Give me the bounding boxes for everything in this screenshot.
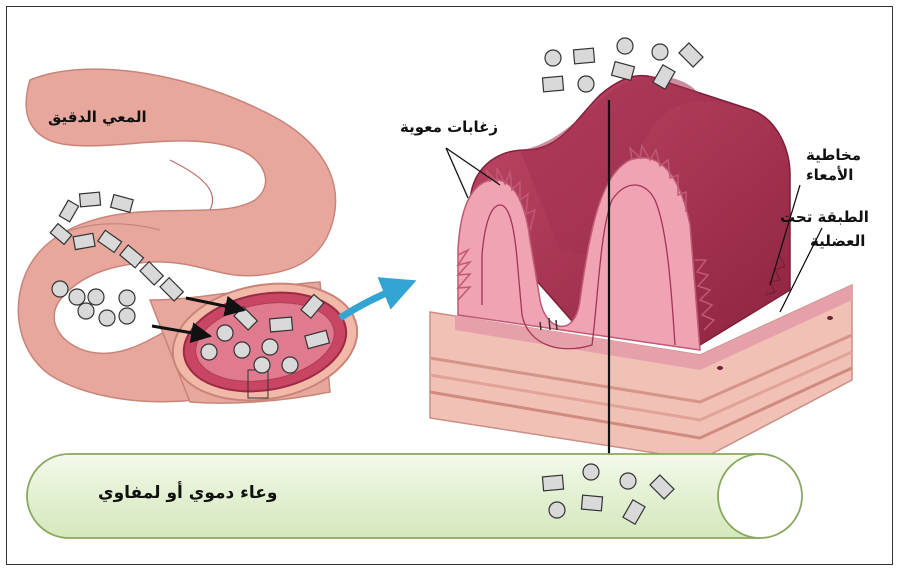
square-particle-icon bbox=[80, 192, 101, 207]
circle-particle-icon bbox=[119, 308, 135, 324]
circle-particle-icon bbox=[549, 502, 565, 518]
circle-particle-icon bbox=[262, 339, 278, 355]
circle-particle-icon bbox=[119, 290, 135, 306]
circle-particle-icon bbox=[234, 342, 250, 358]
square-particle-icon bbox=[542, 76, 563, 92]
square-particle-icon bbox=[612, 62, 635, 81]
circle-particle-icon bbox=[69, 289, 85, 305]
circle-particle-icon bbox=[617, 38, 633, 54]
label-submucosa-line1: الطبقة تحت bbox=[780, 208, 869, 226]
circle-particle-icon bbox=[620, 473, 636, 489]
label-submucosa-line2: العضلية bbox=[810, 232, 865, 250]
intestine-fold bbox=[170, 160, 213, 210]
vessel-opening bbox=[718, 454, 802, 538]
square-particle-icon bbox=[73, 233, 95, 249]
label-small-intestine: المعي الدقيق bbox=[48, 108, 147, 126]
circle-particle-icon bbox=[88, 289, 104, 305]
square-particle-icon bbox=[59, 200, 78, 222]
circle-particle-icon bbox=[99, 310, 115, 326]
circle-particle-icon bbox=[583, 464, 599, 480]
square-particle-icon bbox=[160, 278, 183, 301]
circle-particle-icon bbox=[52, 281, 68, 297]
circle-particle-icon bbox=[282, 357, 298, 373]
square-particle-icon bbox=[111, 195, 134, 213]
circle-particles-intestine bbox=[52, 281, 135, 326]
square-particle-icon bbox=[573, 48, 594, 64]
square-particle-icon bbox=[581, 495, 602, 511]
square-particle-icon bbox=[679, 43, 703, 67]
square-particle-icon bbox=[542, 475, 563, 491]
vessel-dot bbox=[717, 366, 723, 370]
label-villi: زغابات معوية bbox=[400, 118, 498, 136]
vessel-dot bbox=[827, 316, 833, 320]
circle-particle-icon bbox=[254, 357, 270, 373]
circle-particle-icon bbox=[201, 344, 217, 360]
circle-particle-icon bbox=[545, 50, 561, 66]
circle-particle-icon bbox=[578, 76, 594, 92]
square-particle-icon bbox=[140, 262, 163, 285]
zoom-arrow-icon bbox=[340, 283, 410, 318]
label-vessel: وعاء دموي أو لمفاوي bbox=[98, 483, 277, 503]
label-mucosa-line2: الأمعاء bbox=[806, 166, 853, 184]
label-mucosa-line1: مخاطية bbox=[806, 146, 861, 164]
square-particle-icon bbox=[270, 317, 293, 332]
circle-particle-icon bbox=[217, 325, 233, 341]
circle-particle-icon bbox=[652, 44, 668, 60]
circle-particle-icon bbox=[78, 303, 94, 319]
